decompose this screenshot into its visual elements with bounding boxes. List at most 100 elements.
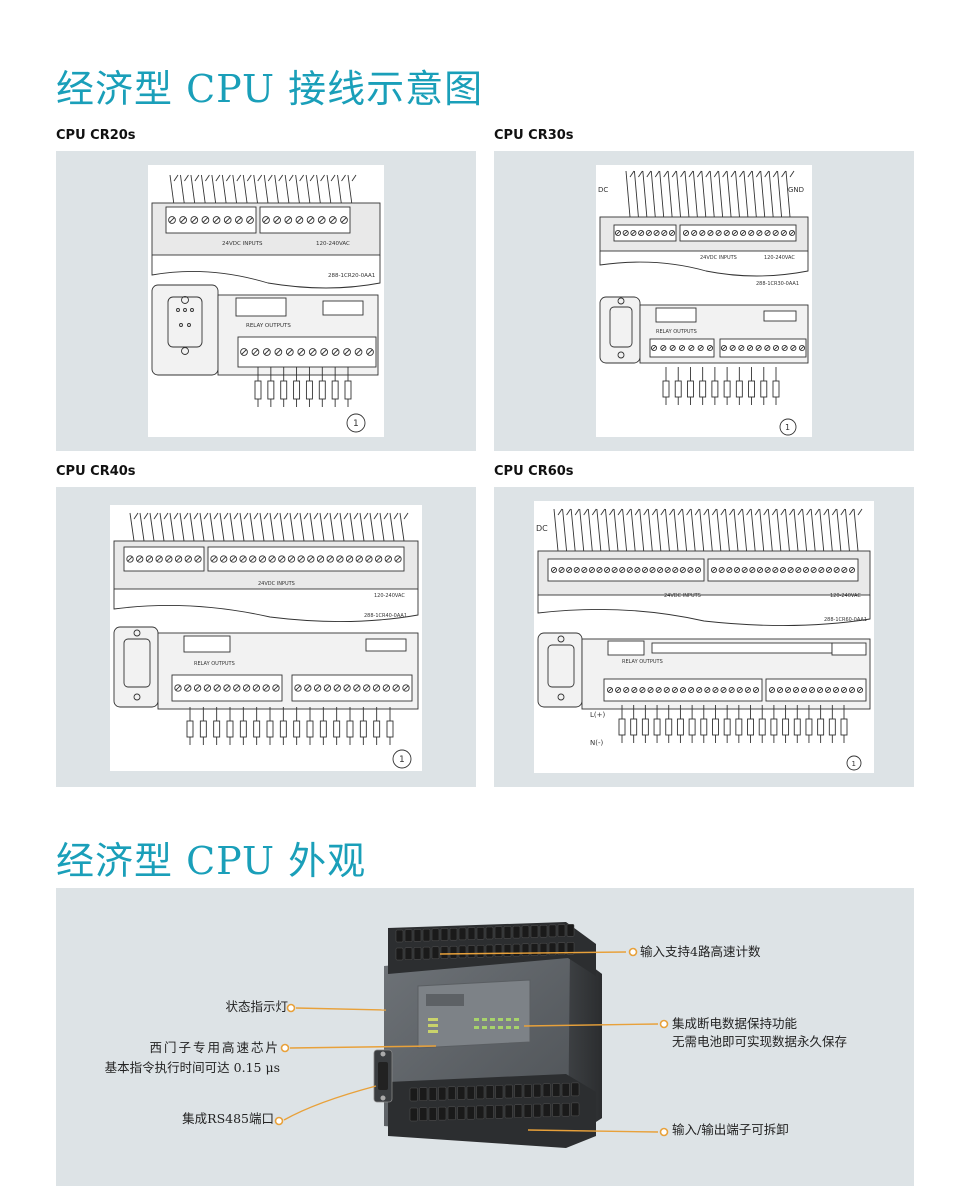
cr20s-output-label: RELAY OUTPUTS bbox=[246, 323, 291, 329]
terminal-slot bbox=[176, 556, 182, 562]
terminal-block bbox=[561, 1102, 570, 1117]
terminal-block bbox=[503, 926, 512, 939]
wire bbox=[242, 174, 248, 206]
terminal-slot bbox=[279, 556, 285, 562]
load-coil bbox=[293, 380, 301, 400]
switch-contact bbox=[772, 170, 778, 178]
wire bbox=[647, 508, 653, 552]
callout-chip: 西门子专用高速芯片 bbox=[149, 1040, 280, 1055]
terminal-slot bbox=[247, 217, 253, 223]
terminal-block bbox=[440, 928, 449, 941]
terminal-slot bbox=[191, 217, 197, 223]
terminal-slot bbox=[344, 349, 350, 355]
terminal-block bbox=[413, 929, 422, 942]
terminal-block bbox=[514, 1104, 523, 1118]
wire bbox=[802, 508, 808, 552]
wire bbox=[347, 174, 353, 206]
terminal-slot bbox=[324, 685, 331, 691]
terminal-slot bbox=[604, 567, 610, 573]
wiring-diagram-cr20s: 24VDC INPUTS 120-240VAC 288-1CR20-0AA1 R… bbox=[148, 165, 384, 437]
status-led bbox=[482, 1026, 487, 1029]
callout-retentive: 集成断电数据保持功能 bbox=[672, 1016, 798, 1031]
cr20s-power-label: 120-240VAC bbox=[316, 241, 350, 247]
terminal-slot bbox=[263, 685, 269, 691]
switch-contact bbox=[797, 508, 803, 516]
wire bbox=[189, 512, 195, 542]
switch-contact bbox=[283, 512, 289, 520]
terminal-slot bbox=[230, 556, 236, 562]
wire bbox=[229, 512, 235, 542]
switch-contact bbox=[771, 508, 777, 516]
switch-contact bbox=[617, 508, 623, 516]
terminal-block bbox=[466, 1105, 475, 1120]
terminal-block bbox=[422, 946, 431, 960]
wire bbox=[642, 170, 648, 218]
wiring-diagram-cr30s: DC GND 24VDC INPUTS 120-240VAC 288-1CR30… bbox=[596, 165, 812, 437]
switch-contact bbox=[363, 512, 369, 520]
cr40s-model-code: 288-1CR40-0AA1 bbox=[364, 613, 407, 619]
wire bbox=[784, 508, 790, 552]
terminal-slot bbox=[310, 349, 316, 355]
terminal-block bbox=[447, 1086, 456, 1101]
wire bbox=[844, 508, 850, 552]
load-coil bbox=[817, 718, 825, 736]
wire bbox=[633, 170, 639, 218]
switch-contact bbox=[403, 512, 409, 520]
terminal-block bbox=[466, 1085, 475, 1100]
terminal-slot bbox=[695, 567, 701, 573]
cr40s-input-label: 24VDC INPUTS bbox=[258, 581, 295, 587]
wire bbox=[853, 508, 859, 552]
load-coil bbox=[386, 720, 394, 738]
switch-contact bbox=[789, 170, 795, 178]
wire bbox=[180, 174, 185, 206]
switch-contact bbox=[184, 174, 189, 182]
terminal-slot bbox=[707, 345, 713, 351]
terminal-block bbox=[428, 1087, 437, 1101]
terminal-block bbox=[404, 929, 413, 942]
terminal-slot bbox=[236, 217, 242, 223]
terminal-block bbox=[571, 1102, 580, 1117]
switch-contact bbox=[729, 508, 734, 516]
load-coil bbox=[662, 380, 670, 398]
terminal-block bbox=[548, 942, 557, 956]
switch-contact bbox=[341, 174, 346, 182]
load-coil bbox=[828, 718, 836, 736]
terminal-slot bbox=[842, 567, 847, 573]
wire bbox=[707, 508, 713, 552]
switch-contact bbox=[643, 508, 649, 516]
terminal-slot bbox=[757, 567, 763, 573]
terminal-slot bbox=[317, 556, 324, 562]
load-coil bbox=[239, 720, 247, 738]
terminal-slot bbox=[169, 217, 175, 223]
terminal-slot bbox=[654, 230, 659, 236]
terminal-block bbox=[539, 942, 548, 956]
wire bbox=[810, 508, 816, 552]
terminal-slot bbox=[646, 230, 651, 236]
terminal-block bbox=[542, 1103, 551, 1118]
terminal-slot bbox=[615, 230, 621, 236]
switch-contact bbox=[671, 170, 677, 178]
wire bbox=[827, 508, 833, 552]
switch-contact bbox=[711, 508, 717, 516]
terminal-slot bbox=[250, 556, 256, 562]
switch-contact bbox=[646, 170, 652, 178]
wiring-diagram-svg-cr60s: DC 24VDC INPUTS 120-240VAC 288-1CR60-0AA… bbox=[536, 508, 871, 771]
status-led bbox=[514, 1018, 519, 1021]
terminal-slot bbox=[692, 230, 697, 236]
terminal-slot bbox=[315, 685, 321, 691]
svg-text:DC: DC bbox=[598, 186, 608, 194]
terminal-slot bbox=[664, 687, 669, 693]
wire bbox=[742, 508, 748, 552]
terminal-slot bbox=[146, 556, 152, 562]
wire bbox=[625, 170, 631, 218]
terminal-slot bbox=[826, 567, 832, 573]
cr40s-note-marker: 1 bbox=[399, 755, 405, 765]
terminal-slot bbox=[757, 230, 762, 236]
switch-contact bbox=[299, 174, 305, 182]
load-coil bbox=[840, 718, 848, 736]
terminal-slot bbox=[567, 567, 572, 573]
terminal-slot bbox=[809, 687, 815, 693]
switch-contact bbox=[225, 174, 231, 182]
panel-label-cr60s: CPU CR60s bbox=[494, 464, 574, 479]
load-coil bbox=[676, 718, 684, 736]
